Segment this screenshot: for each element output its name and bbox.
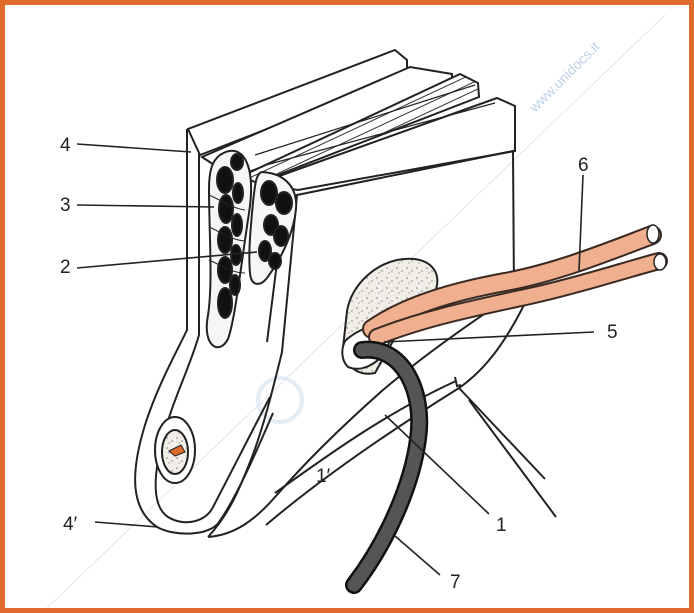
callout-line-2 [76, 251, 258, 269]
callout-line-3 [76, 204, 215, 208]
muscle-bundles [205, 149, 298, 349]
anatomical-diagram: www.unidocs.it [46, 14, 668, 608]
label-1: 1 [496, 515, 507, 536]
watermark-text: www.unidocs.it [525, 38, 603, 116]
callout-line-7 [394, 535, 441, 576]
label-2: 2 [60, 257, 71, 278]
lower-sheet [207, 149, 516, 538]
tubes [345, 224, 668, 594]
callout-line-1 [384, 414, 490, 515]
lower-tube [370, 254, 666, 344]
label-4prime: 4′ [63, 514, 78, 535]
callout-line-4 [76, 143, 192, 153]
callout-line-6 [578, 174, 584, 272]
watermark-logo [256, 376, 304, 424]
label-7: 7 [450, 572, 461, 593]
vessel-cross-section [154, 416, 196, 484]
pouch-structure [134, 129, 557, 538]
fold-tip [454, 376, 462, 388]
label-6: 6 [578, 155, 589, 176]
tube-end-lower [653, 253, 667, 271]
vessel-core [168, 444, 186, 457]
callout-lines [76, 143, 595, 576]
right-branch-bottom [468, 399, 557, 518]
label-3: 3 [60, 195, 71, 216]
callout-labels: 4 3 2 4′ 6 5 1 1′ 7 [60, 135, 618, 593]
layered-wall [186, 48, 516, 192]
right-branch-top [458, 387, 546, 480]
outer-diagonal [265, 302, 526, 526]
drain-tube [347, 343, 426, 592]
label-4: 4 [60, 135, 71, 156]
sheet-fold-line [274, 380, 457, 494]
inner-fold [154, 153, 271, 524]
upper-tube [364, 227, 660, 337]
label-5: 5 [607, 322, 618, 343]
label-1prime: 1′ [316, 466, 331, 487]
callout-line-5 [383, 331, 595, 343]
tube-end-upper [646, 224, 660, 244]
callout-line-4prime [94, 521, 159, 528]
